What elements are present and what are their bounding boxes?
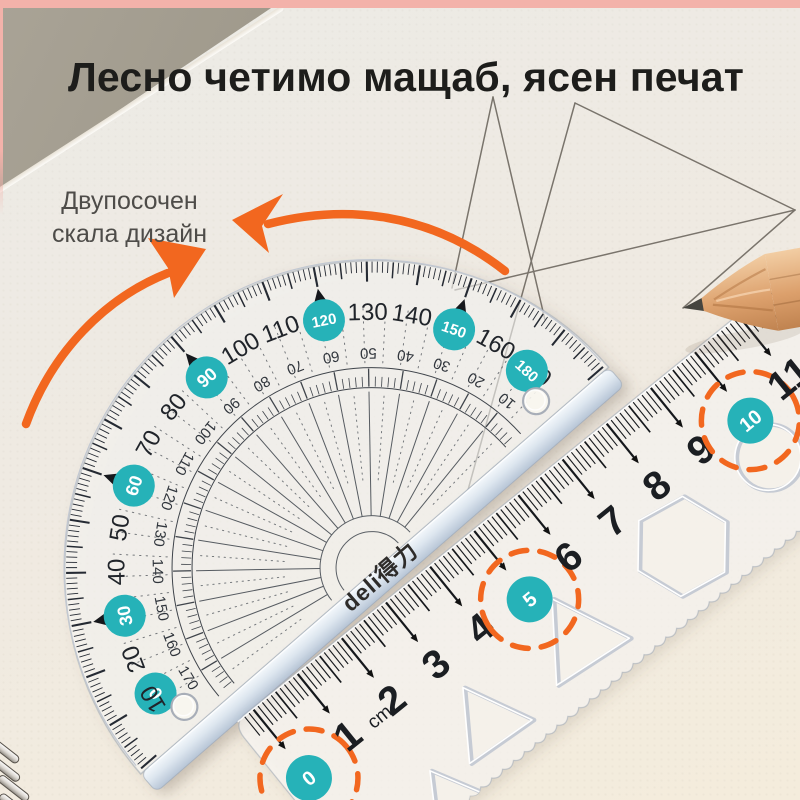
protractor-highlight-degree: 90 — [185, 356, 228, 399]
hexagon-cutout — [637, 494, 730, 599]
svg-text:130: 130 — [150, 520, 171, 547]
svg-text:10: 10 — [495, 389, 519, 413]
hanging-hole — [170, 692, 199, 721]
pencil-body — [764, 241, 800, 331]
protractor-highlight-degree: 150 — [433, 308, 476, 351]
svg-text:60: 60 — [321, 347, 341, 367]
svg-text:140: 140 — [149, 559, 166, 584]
highlight-dashed-circle — [257, 726, 361, 800]
ruler-highlight-number: 5 — [477, 547, 582, 652]
ruler-highlight-number: 10 — [698, 368, 800, 473]
protractor-highlight-degree: 180 — [505, 349, 548, 392]
svg-text:150: 150 — [151, 595, 172, 623]
caption-line-1: Двупосочен — [61, 187, 198, 215]
protractor-highlight-degree: 120 — [302, 299, 345, 342]
frame-border-top — [0, 0, 800, 8]
svg-text:30: 30 — [113, 604, 136, 627]
svg-text:50: 50 — [105, 512, 136, 543]
pencil — [683, 241, 800, 354]
svg-text:20: 20 — [465, 368, 488, 391]
protractor-highlight-degree: 30 — [103, 594, 146, 637]
svg-text:130: 130 — [347, 299, 388, 327]
svg-text:40: 40 — [396, 346, 415, 365]
arrow-pointing-left — [232, 194, 510, 276]
svg-text:50: 50 — [360, 344, 377, 361]
svg-text:40: 40 — [103, 558, 130, 585]
bidirectional-arrows — [21, 194, 510, 429]
highlight-dashed-circle — [698, 368, 800, 473]
svg-text:30: 30 — [431, 354, 452, 376]
svg-text:80: 80 — [250, 372, 273, 395]
spiral-binding — [0, 737, 31, 800]
hanging-hole — [521, 387, 551, 416]
svg-text:140: 140 — [390, 299, 434, 332]
frame-border-left — [0, 0, 3, 215]
scale-design-caption: Двупосочен скала дизайн — [22, 185, 237, 250]
triangle-cutout — [462, 685, 537, 766]
protractor-highlight-degree: 0 — [134, 672, 177, 715]
arrow-pointing-right — [21, 238, 206, 429]
headline: Лесно четимо мащаб, ясен печат — [67, 54, 745, 100]
svg-text:70: 70 — [284, 356, 306, 378]
protractor-highlight-degree: 60 — [112, 464, 155, 507]
ruler-highlight-number: 0 — [257, 726, 361, 800]
caption-line-2: скала дизайн — [51, 219, 208, 248]
svg-text:120: 120 — [310, 310, 338, 331]
highlight-dashed-circle — [477, 547, 582, 652]
